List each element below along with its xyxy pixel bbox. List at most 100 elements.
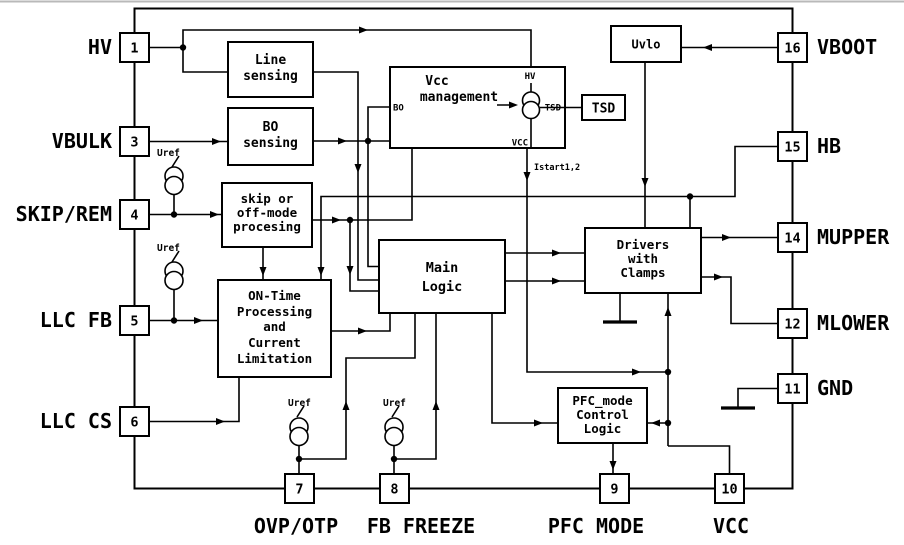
pin-box-7 xyxy=(284,473,315,504)
arrowhead xyxy=(534,419,543,427)
drivers-label: Drivers xyxy=(617,237,670,252)
pin-number: 11 xyxy=(784,382,800,398)
on-time-label: Limitation xyxy=(237,351,312,366)
wire-skip-to-vccmgmt xyxy=(350,148,413,221)
pin-box-8 xyxy=(379,473,410,504)
pin-label-gnd: GND xyxy=(817,376,853,400)
current-source-leads xyxy=(171,250,180,321)
wire-bo-to-mainlogic xyxy=(367,141,379,268)
pin-box-11 xyxy=(777,373,808,404)
pin-box-4 xyxy=(119,199,150,230)
arrowhead xyxy=(358,327,367,335)
ground-symbols xyxy=(603,320,755,410)
current-source-icon xyxy=(164,270,184,291)
arrowhead xyxy=(632,368,641,376)
wire-ontime-to-mainlogic xyxy=(331,313,391,332)
wire-drivers-mlower xyxy=(701,276,778,325)
pin-label-vcc: VCC xyxy=(713,514,749,538)
arrowhead xyxy=(664,307,672,316)
wire-hb xyxy=(320,145,778,280)
current-source-leads xyxy=(171,155,180,215)
wire-hv-rail xyxy=(182,29,532,67)
pin-labels: HV VBULK SKIP/REM LLC FB LLC CS VBOOT HB… xyxy=(16,35,891,538)
junction-dot xyxy=(390,455,398,463)
pin-number: 16 xyxy=(784,41,800,57)
pin-box-16 xyxy=(777,32,808,63)
on-time-label: ON-Time xyxy=(248,288,301,303)
wires xyxy=(149,29,778,474)
arrowhead xyxy=(714,273,723,281)
pin-number: 1 xyxy=(130,41,138,57)
junction-dot xyxy=(170,211,178,218)
block-labels: Line sensing BO sensing skip or off-mode… xyxy=(233,38,669,437)
pin-box-9 xyxy=(599,473,630,504)
pin-label-skiprem: SKIP/REM xyxy=(16,202,112,226)
vccmgmt-port-vcc: VCC xyxy=(512,139,528,149)
drivers-block xyxy=(584,227,702,294)
pin-number: 12 xyxy=(784,317,800,333)
arrowhead xyxy=(523,172,531,181)
line-sensing-label: sensing xyxy=(243,69,298,84)
vccmgmt-port-hv: HV xyxy=(525,72,536,82)
tsd-block xyxy=(581,94,626,121)
pin-label-pfcmode: PFC MODE xyxy=(548,514,644,538)
line-sensing-block xyxy=(227,41,314,98)
arrowhead xyxy=(259,267,267,276)
current-source-icon xyxy=(289,426,309,447)
pin-boxes xyxy=(119,32,808,504)
junction-dot xyxy=(179,44,187,51)
line-sensing-label: Line xyxy=(255,53,286,68)
pin-label-mupper: MUPPER xyxy=(817,225,890,249)
tsd-label: TSD xyxy=(592,102,616,117)
arrowhead xyxy=(509,101,518,109)
small-labels: BO TSD HV VCC Istart1,2 Uref Uref Uref U… xyxy=(157,72,580,409)
pin-number: 15 xyxy=(784,140,800,156)
arrowhead xyxy=(651,419,660,427)
wire-skip-to-mainlogic xyxy=(349,220,379,292)
current-source-icon xyxy=(384,426,404,447)
arrowhead xyxy=(212,138,221,145)
vcc-management-internals xyxy=(497,83,565,148)
arrowhead xyxy=(552,277,561,285)
skip-offmode-label: procesing xyxy=(233,219,301,234)
pfc-mode-block xyxy=(557,387,648,444)
vcc-management-label: Vcc xyxy=(425,74,448,89)
arrowheads xyxy=(194,26,731,470)
vref-label: Uref xyxy=(157,243,180,254)
pin-label-mlower: MLOWER xyxy=(817,311,890,335)
pin-number: 10 xyxy=(721,482,737,498)
wire-line-sensing-out xyxy=(313,71,379,281)
pin-number: 5 xyxy=(130,314,138,330)
uvlo-block xyxy=(610,25,682,63)
arrowhead xyxy=(210,211,219,218)
vcc-management-label: management xyxy=(420,90,498,105)
arrowhead xyxy=(338,137,347,145)
bo-sensing-block xyxy=(227,107,314,166)
arrowhead xyxy=(317,267,325,276)
current-source-icon xyxy=(164,175,184,196)
function-blocks xyxy=(217,25,702,444)
pin-label-vboot: VBOOT xyxy=(817,35,877,59)
pin-box-14 xyxy=(777,222,808,253)
junction-dot xyxy=(295,455,303,463)
pin-number: 8 xyxy=(390,482,398,498)
drivers-label: Clamps xyxy=(620,265,665,280)
vref-label: Uref xyxy=(157,148,180,159)
arrowhead xyxy=(346,266,354,275)
wire-vcc-to-pin10 xyxy=(668,445,731,474)
pin-number: 7 xyxy=(295,482,303,498)
arrowhead xyxy=(552,249,561,257)
pin-number: 14 xyxy=(784,231,800,247)
pfc-mode-label: Logic xyxy=(584,421,622,436)
skip-offmode-label: skip or xyxy=(241,191,294,206)
wire-hv-to-line-sensing xyxy=(182,47,228,73)
junction-dot xyxy=(346,216,354,224)
arrowhead xyxy=(342,401,350,410)
pin-box-12 xyxy=(777,308,808,339)
pin-label-hv: HV xyxy=(88,35,112,59)
pin-box-6 xyxy=(119,406,150,437)
arrowhead xyxy=(332,216,341,224)
on-time-label: and xyxy=(263,319,286,334)
arrowhead xyxy=(354,164,362,173)
